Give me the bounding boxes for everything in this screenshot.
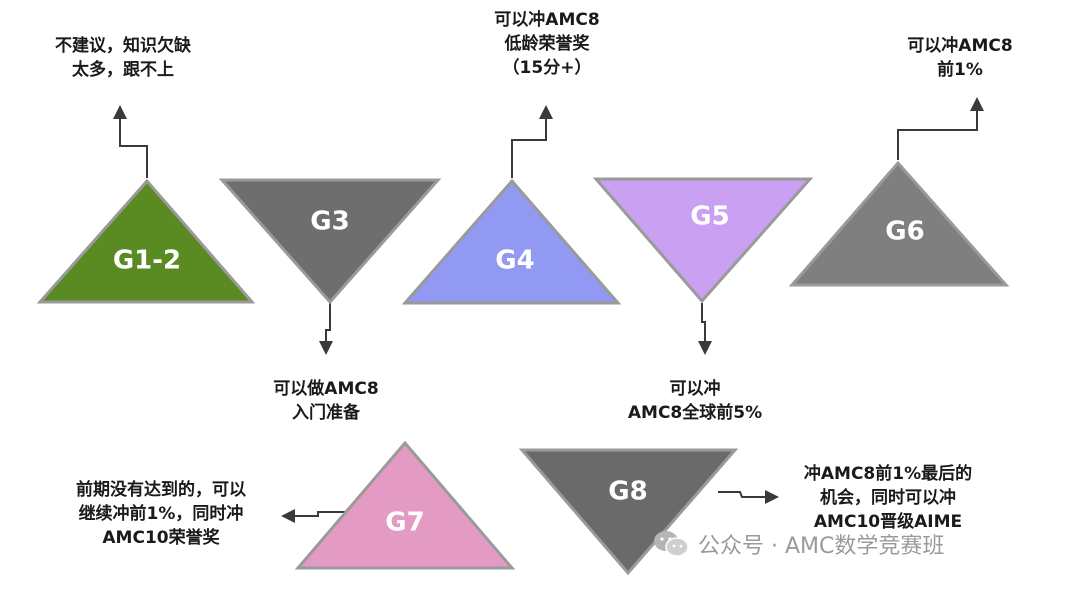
note-line: 冲AMC8前1%最后的 [803,464,973,484]
connector-g12 [113,105,148,178]
note-line: 可以冲AMC8 [494,10,600,30]
note-g12: 不建议，知识欠缺 太多，跟不上 [28,34,218,82]
note-g8: 冲AMC8前1%最后的 机会，同时可以冲 AMC10晋级AIME [778,462,998,534]
watermark: 公众号 · AMC数学竞赛班 [652,528,944,560]
connector-g6 [897,97,984,160]
note-line: AMC8全球前5% [627,403,763,423]
triangle-g12 [36,178,256,304]
note-line: AMC10晋级AIME [813,512,963,532]
note-g4: 可以冲AMC8 低龄荣誉奖 （15分+） [452,8,642,80]
watermark-text: 公众号 · AMC数学竞赛班 [698,534,945,559]
triangle-g3 [218,178,442,305]
connector-g4 [511,105,553,178]
note-line: （15分+） [502,58,592,78]
grade-label-g3: G3 [310,207,349,237]
wechat-icon [652,529,690,559]
triangle-g6 [788,160,1010,287]
connector-g3 [319,303,333,355]
note-g7: 前期没有达到的，可以 继续冲前1%，同时冲 AMC10荣誉奖 [42,478,280,550]
note-line: AMC10荣誉奖 [102,528,220,548]
triangle-g4 [401,178,622,305]
connector-g5 [698,303,712,355]
note-line: 太多，跟不上 [72,60,174,80]
note-g3: 可以做AMC8 入门准备 [246,377,406,425]
grade-label-g7: G7 [385,508,424,538]
note-line: 可以冲AMC8 [907,36,1013,56]
note-g6: 可以冲AMC8 前1% [880,34,1040,82]
note-g5: 可以冲 AMC8全球前5% [600,377,790,425]
note-line: 前1% [937,60,983,80]
grade-label-g5: G5 [690,202,729,232]
grade-label-g12: G1-2 [113,246,181,276]
note-line: 不建议，知识欠缺 [55,36,191,56]
note-line: 继续冲前1%，同时冲 [78,504,244,524]
note-line: 低龄荣誉奖 [504,34,590,54]
triangle-g7 [294,440,516,570]
grade-label-g4: G4 [495,246,534,276]
note-line: 入门准备 [292,403,360,423]
triangle-g8 [518,448,739,576]
grade-label-g8: G8 [608,477,647,507]
note-line: 可以冲 [669,379,721,399]
note-line: 机会，同时可以冲 [820,488,956,508]
connector-g7 [281,509,360,523]
note-line: 前期没有达到的，可以 [76,480,246,500]
note-line: 可以做AMC8 [273,379,379,399]
triangle-g5 [592,177,814,304]
connector-g8 [718,490,779,504]
grade-label-g6: G6 [885,217,924,247]
